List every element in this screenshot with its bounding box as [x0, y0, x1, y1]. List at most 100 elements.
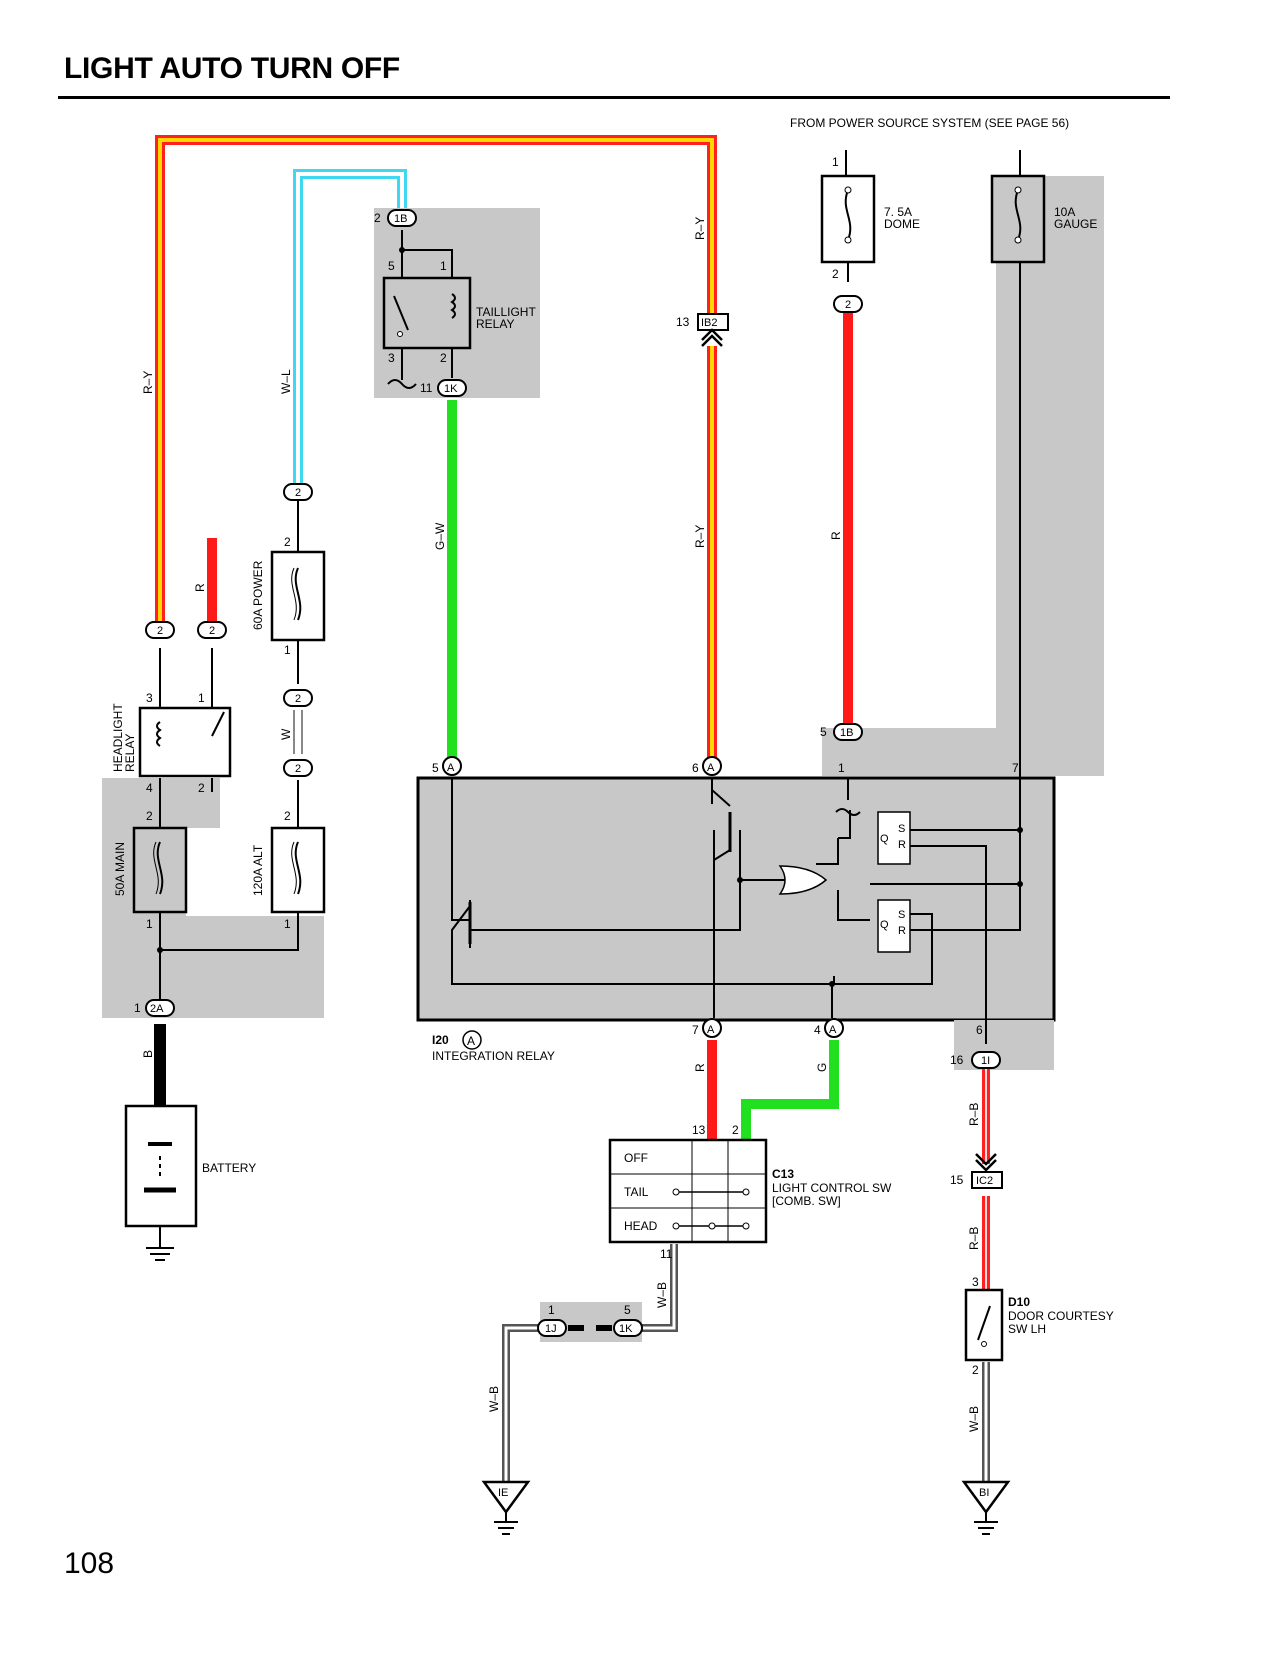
svg-text:2: 2: [157, 625, 163, 637]
svg-text:R: R: [193, 583, 207, 592]
svg-text:IE: IE: [498, 1487, 508, 1499]
svg-text:2: 2: [146, 809, 153, 823]
svg-text:7: 7: [692, 1023, 699, 1037]
svg-text:11: 11: [660, 1247, 673, 1261]
svg-text:A: A: [447, 762, 455, 774]
svg-text:IB2: IB2: [701, 317, 718, 329]
svg-text:TAIL: TAIL: [624, 1185, 649, 1199]
svg-text:W–L: W–L: [279, 369, 293, 394]
svg-text:50A MAIN: 50A MAIN: [113, 842, 127, 896]
svg-text:R: R: [693, 1063, 707, 1072]
svg-text:1: 1: [284, 643, 291, 657]
svg-text:2: 2: [832, 267, 839, 281]
svg-text:1: 1: [198, 691, 205, 705]
svg-text:Q: Q: [880, 919, 889, 931]
svg-text:[COMB. SW]: [COMB. SW]: [772, 1194, 841, 1208]
svg-text:BI: BI: [979, 1487, 989, 1499]
svg-text:S: S: [898, 823, 905, 835]
svg-text:D10: D10: [1008, 1295, 1030, 1309]
svg-text:W–B: W–B: [967, 1406, 981, 1432]
power-source-note: FROM POWER SOURCE SYSTEM (SEE PAGE 56): [790, 116, 1069, 130]
svg-text:W–B: W–B: [487, 1386, 501, 1412]
svg-text:GAUGE: GAUGE: [1054, 217, 1097, 231]
svg-text:2: 2: [374, 211, 381, 225]
dome-zone: [822, 728, 1104, 776]
svg-text:R–B: R–B: [967, 1103, 981, 1126]
svg-text:R: R: [829, 531, 843, 540]
svg-text:3: 3: [146, 691, 153, 705]
svg-text:1B: 1B: [394, 213, 407, 225]
svg-text:6: 6: [692, 761, 699, 775]
svg-text:2: 2: [845, 299, 851, 311]
svg-text:1: 1: [548, 1303, 555, 1317]
title-rule: [58, 96, 1170, 99]
connectors: 1B 2 1K 11 IB2 13 2 2 2 2 2 2 2A 1 1B 5 …: [134, 209, 1003, 1337]
svg-text:11: 11: [420, 381, 433, 395]
fuse-120a-alt: 120A ALT 2 1: [251, 809, 326, 931]
svg-text:INTEGRATION RELAY: INTEGRATION RELAY: [432, 1049, 555, 1063]
svg-text:5: 5: [820, 725, 827, 739]
svg-text:1: 1: [284, 917, 291, 931]
svg-text:7: 7: [1012, 761, 1019, 775]
svg-text:13: 13: [692, 1123, 706, 1137]
svg-text:5: 5: [624, 1303, 631, 1317]
svg-text:1: 1: [838, 761, 845, 775]
svg-text:5: 5: [388, 259, 395, 273]
svg-text:2A: 2A: [150, 1003, 164, 1015]
svg-text:2: 2: [295, 487, 301, 499]
svg-text:2: 2: [198, 781, 205, 795]
svg-text:A: A: [829, 1024, 837, 1036]
svg-text:2: 2: [440, 351, 447, 365]
svg-text:120A ALT: 120A ALT: [251, 844, 265, 896]
gauge-fuse: 10A GAUGE: [990, 174, 1097, 264]
svg-text:7. 5A: 7. 5A: [884, 205, 912, 219]
fuse-50a-main: 50A MAIN 2 1: [113, 809, 188, 931]
svg-text:BATTERY: BATTERY: [202, 1161, 256, 1175]
svg-text:R–Y: R–Y: [693, 525, 707, 548]
svg-text:1: 1: [832, 155, 839, 169]
svg-text:2: 2: [732, 1123, 739, 1137]
fuse-60a-power: 60A POWER 2 1: [251, 535, 326, 657]
gauge-zone: [996, 176, 1104, 776]
svg-text:DOME: DOME: [884, 217, 920, 231]
svg-text:2: 2: [209, 625, 215, 637]
svg-text:R–B: R–B: [967, 1227, 981, 1250]
svg-text:HEADLIGHT: HEADLIGHT: [111, 703, 125, 772]
svg-text:2: 2: [284, 535, 291, 549]
svg-text:R: R: [898, 839, 906, 851]
junction-dots: [157, 247, 1023, 987]
connector-1i-zone: [954, 1020, 1054, 1070]
wire-labels: R–Y W–L R–Y R–Y G–W R R W B R G R–B R–B …: [141, 217, 981, 1432]
svg-text:G–W: G–W: [433, 522, 447, 550]
svg-text:W–B: W–B: [655, 1282, 669, 1308]
svg-text:RELAY: RELAY: [476, 317, 514, 331]
svg-text:3: 3: [388, 351, 395, 365]
svg-text:15: 15: [950, 1173, 964, 1187]
svg-text:I20: I20: [432, 1033, 449, 1047]
page-number: 108: [64, 1547, 115, 1580]
door-courtesy-switch: D10 DOOR COURTESY SW LH 3 2: [964, 1275, 1114, 1377]
svg-text:1: 1: [146, 917, 153, 931]
svg-text:2: 2: [295, 763, 301, 775]
integration-relay-labels: I20 A INTEGRATION RELAY 5 6 1 7 7 4 6 S …: [432, 761, 1019, 1063]
svg-text:Q: Q: [880, 833, 889, 845]
svg-text:4: 4: [146, 781, 153, 795]
svg-text:1J: 1J: [545, 1323, 557, 1335]
shaded-zones: [102, 176, 1104, 1342]
svg-text:S: S: [898, 909, 905, 921]
svg-text:IC2: IC2: [976, 1175, 993, 1187]
svg-text:A: A: [707, 1024, 715, 1036]
svg-text:1: 1: [134, 1001, 141, 1015]
wires: [154, 135, 990, 1482]
svg-text:6: 6: [976, 1023, 983, 1037]
svg-text:R: R: [898, 925, 906, 937]
svg-text:1B: 1B: [840, 727, 853, 739]
wire-g-switch: [741, 1040, 839, 1140]
svg-text:2: 2: [295, 693, 301, 705]
svg-text:R–Y: R–Y: [141, 371, 155, 394]
taillight-relay: TAILLIGHT RELAY 5 1 3 2: [382, 259, 536, 389]
svg-text:1: 1: [440, 259, 447, 273]
svg-text:16: 16: [950, 1053, 964, 1067]
svg-text:C13: C13: [772, 1167, 794, 1181]
